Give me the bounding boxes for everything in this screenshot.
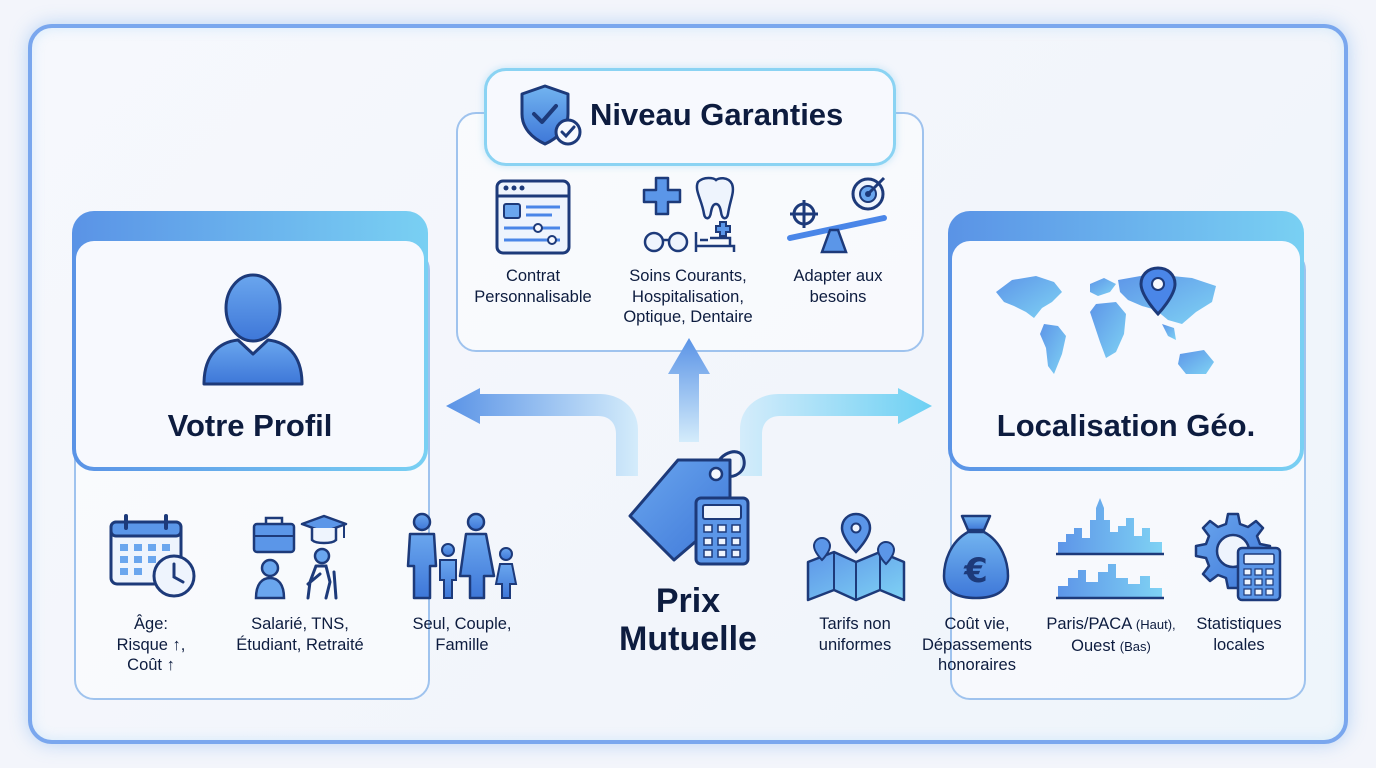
- user-icon: [202, 273, 304, 386]
- price-tag-calculator-icon: [628, 450, 750, 566]
- family-icon: [406, 512, 518, 600]
- location-card: [948, 211, 1304, 471]
- map-pins-icon: [806, 512, 906, 602]
- location-title: Localisation Géo.: [996, 408, 1256, 443]
- city-skyline-icon: [1056, 498, 1164, 600]
- shield-check-icon: [520, 84, 582, 146]
- health-care-icon: [642, 176, 736, 253]
- svg-text:€: €: [963, 551, 988, 591]
- balance-target-icon: [787, 176, 887, 254]
- contract-settings-icon: [495, 179, 571, 255]
- arrow-up-icon: [668, 338, 710, 442]
- guarantees-title: Niveau Garanties: [590, 97, 844, 132]
- status-label: Salarié, TNS,Étudiant, Retraité: [236, 615, 364, 654]
- arrow-right-icon: [740, 388, 932, 476]
- profile-title: Votre Profil: [167, 408, 333, 443]
- age-label: Âge:Risque ↑,Coût ↑: [116, 615, 186, 674]
- household-label: Seul, Couple,Famille: [412, 615, 512, 654]
- calendar-clock-icon: [109, 514, 196, 598]
- money-bag-euro-icon: €: [942, 514, 1010, 600]
- world-map-icon: [996, 266, 1216, 374]
- gear-calculator-icon: [1194, 512, 1282, 602]
- regions-label: Paris/PACA (Haut), Ouest (Bas): [1046, 615, 1176, 655]
- arrow-left-icon: [446, 388, 638, 476]
- jobs-status-icon: [252, 514, 348, 600]
- top-item-2-label: Soins Courants,Hospitalisation,Optique, …: [623, 267, 753, 326]
